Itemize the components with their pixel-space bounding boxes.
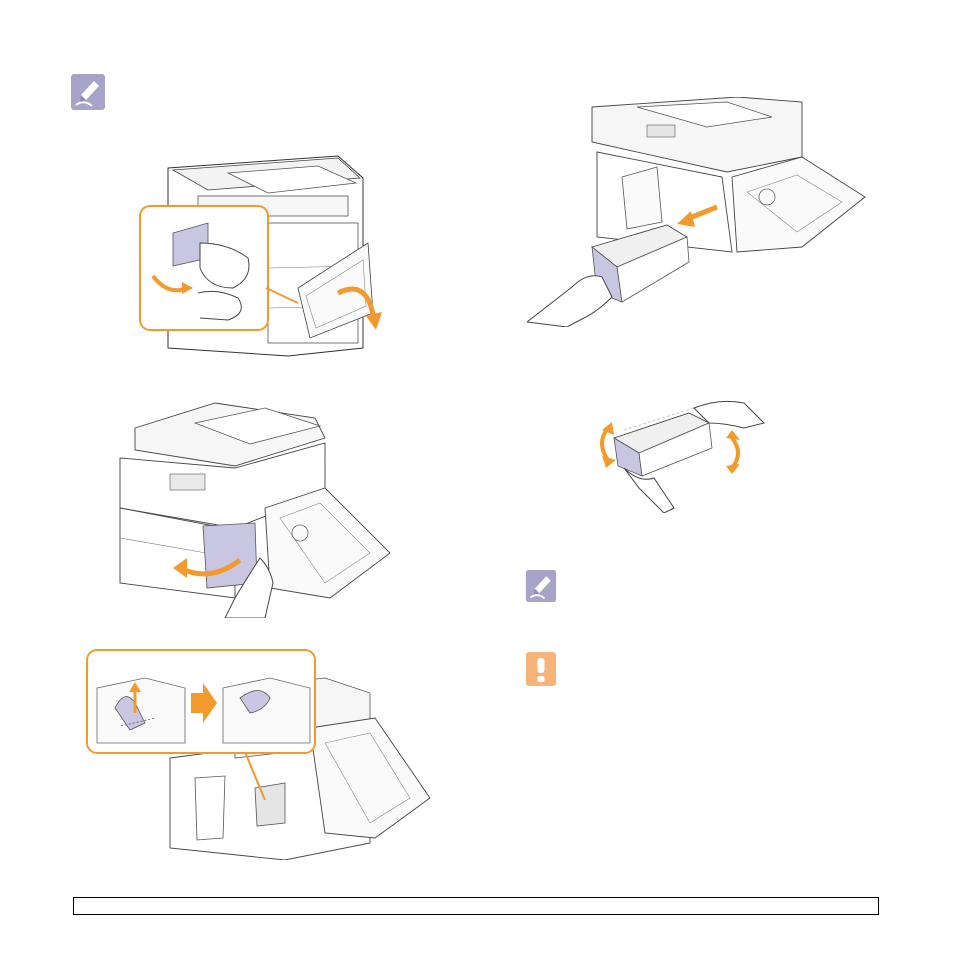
open-side-cover-illustration	[138, 148, 388, 360]
shake-toner-cartridge-illustration	[594, 398, 769, 513]
caution-icon	[525, 651, 557, 687]
open-front-cover-illustration	[115, 398, 390, 618]
note-icon	[70, 73, 106, 111]
release-lever-illustration	[85, 648, 435, 860]
note-icon	[525, 568, 557, 604]
footer-frame	[73, 897, 879, 915]
remove-toner-cartridge-illustration	[527, 97, 867, 327]
